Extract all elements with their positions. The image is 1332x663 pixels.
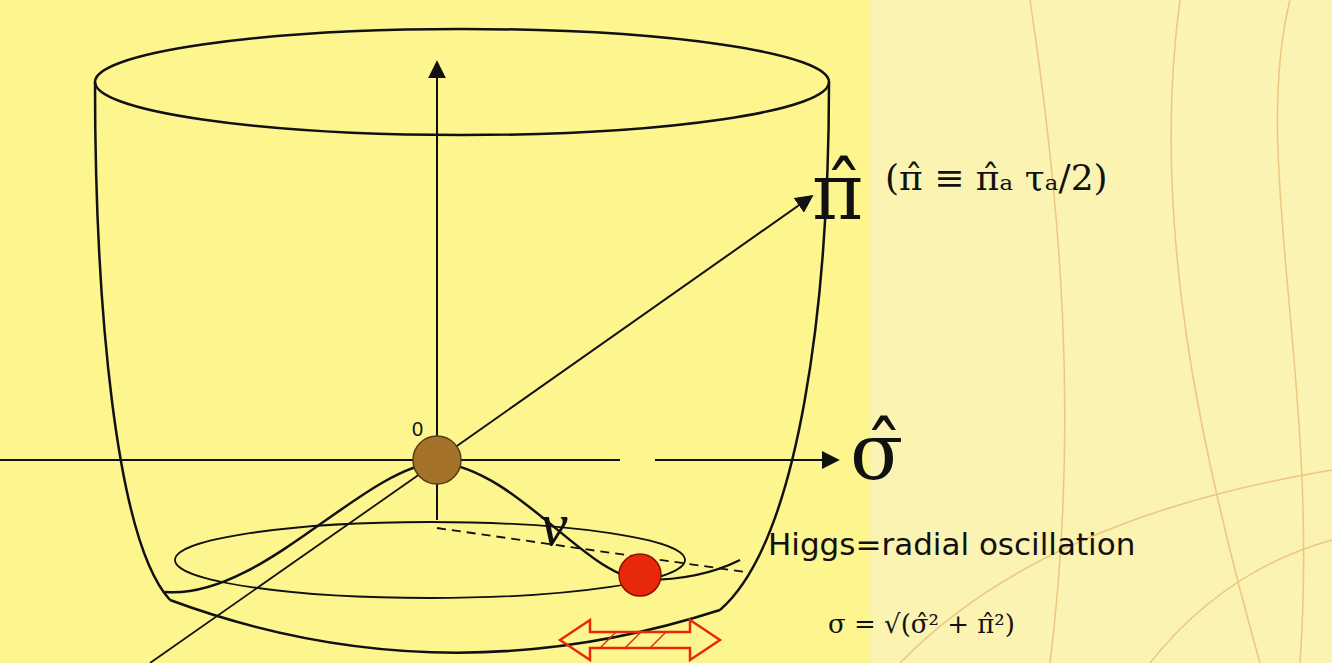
decor-lines <box>900 0 1332 663</box>
oscillation-hatch <box>600 632 666 648</box>
formula-text: σ = √(σ̂² + π̂²) <box>828 610 1015 639</box>
definition-note: (π̂ ≡ π̂ₐ τₐ/2) <box>885 158 1108 198</box>
vev-label: v <box>540 490 568 558</box>
oscillation-arrow <box>560 620 720 660</box>
light-panel <box>870 0 1332 663</box>
axis-label: π̂ <box>812 150 863 236</box>
mexican-hat <box>95 29 829 663</box>
origin-dot <box>413 436 461 484</box>
origin-label: 0 <box>412 418 423 440</box>
vacuum-dot <box>619 554 661 596</box>
note-text: Higgs=radial oscillation <box>768 527 1135 561</box>
axes <box>0 62 838 572</box>
axis-label: σ̂ <box>850 410 903 496</box>
